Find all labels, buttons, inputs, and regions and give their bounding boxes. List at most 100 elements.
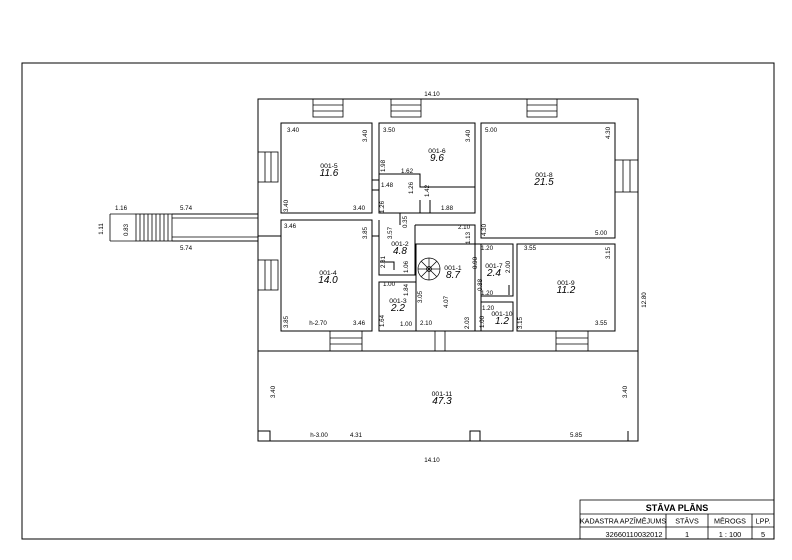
- room-label-001-2: 001-24.8: [391, 241, 409, 257]
- room-id: 001-11: [432, 391, 453, 398]
- room-area: 8.7: [446, 270, 460, 281]
- dimension-label: 1.06: [403, 260, 410, 273]
- dimension-label: h-3.00: [310, 432, 328, 439]
- dimension-label: 3.15: [605, 246, 612, 259]
- room-id: 001-8: [535, 172, 553, 179]
- dimension-label: 1.84: [403, 283, 410, 296]
- room-id: 001-6: [428, 148, 446, 155]
- dimension-label: 3.40: [270, 385, 277, 398]
- dimension-label: 3.46: [284, 223, 297, 230]
- room-001-6-outline: [378, 122, 476, 214]
- room-id: 001-5: [320, 163, 338, 170]
- dimension-label: 4.07: [443, 295, 450, 308]
- room-label-001-7: 001-72.4: [485, 263, 503, 279]
- title-block-header-cadastre: KADASTRA APZĪMĒJUMS: [580, 517, 666, 526]
- dimension-label: 5.74: [180, 205, 193, 212]
- room-area: 11.6: [320, 168, 339, 179]
- dimension-label: 0.90: [472, 256, 479, 269]
- dimension-label: 1.16: [115, 205, 128, 212]
- dimension-label: 5.74: [180, 245, 193, 252]
- room-label-001-3: 001-32.2: [389, 298, 407, 314]
- dimension-label: 1.00: [400, 321, 413, 328]
- entrance-ramp: [109, 213, 259, 242]
- dimension-label: 3.40: [283, 199, 290, 212]
- dimension-label: 3.55: [524, 245, 537, 252]
- dimension-label: 1.26: [379, 200, 386, 213]
- dimension-label: 3.46: [353, 320, 366, 327]
- dimension-label: h-2.70: [309, 320, 327, 327]
- room-001-2-wall: [378, 220, 416, 276]
- dimension-label: 3.40: [362, 129, 369, 142]
- room-area: 4.8: [393, 246, 407, 257]
- dimension-label: 3.15: [517, 316, 524, 329]
- dimension-label: 1.98: [380, 159, 387, 172]
- dimension-label: 3.85: [283, 315, 290, 328]
- dimension-label: 1.11: [98, 223, 105, 235]
- window-marks: [257, 98, 639, 352]
- sheet-frame: [21, 62, 775, 540]
- title-block: [579, 499, 775, 540]
- dimension-label: 1.64: [379, 314, 386, 327]
- room-id: 001-10: [491, 311, 512, 318]
- dimension-label: 12.80: [641, 292, 648, 308]
- dimension-label: 1.00: [383, 281, 396, 288]
- room-area: 14.0: [318, 275, 338, 286]
- dimension-label: 4.31: [350, 432, 363, 439]
- dimension-label: 1.13: [465, 231, 472, 244]
- room-001-7-outline: [480, 243, 514, 297]
- room-area: 2.4: [486, 268, 501, 279]
- room-area: 11.2: [557, 285, 576, 296]
- title-block-title: STĀVA PLĀNS: [646, 503, 709, 513]
- room-label-001-6: 001-69.6: [428, 148, 446, 164]
- title-block-cadastre-value: 32660110032012: [606, 530, 663, 539]
- room-001-4-outline: [280, 219, 373, 332]
- room-area: 9.6: [430, 153, 444, 164]
- room-id: 001-1: [444, 265, 462, 272]
- dimension-label: 1.48: [381, 182, 394, 189]
- stair-room-wall: [415, 224, 482, 332]
- dimension-label: 1.62: [401, 168, 414, 175]
- room-area: 2.2: [390, 303, 405, 314]
- spiral-staircase: [417, 257, 441, 281]
- dimension-label: 1.26: [408, 181, 415, 194]
- dimension-label: 3.05: [417, 290, 424, 303]
- dimension-label: 1.42: [424, 184, 431, 197]
- title-block-header-scale: MĒROGS: [714, 517, 746, 526]
- room-id: 001-9: [557, 280, 575, 287]
- dimension-label: 2.03: [464, 316, 471, 329]
- dimension-label: 0.83: [123, 223, 130, 236]
- dimension-label: 1.20: [481, 245, 494, 252]
- dimension-label: 2.00: [505, 260, 512, 273]
- title-block-header-page: LPP.: [756, 517, 771, 526]
- room-label-001-5: 001-511.6: [320, 163, 339, 179]
- dimension-label: 1.20: [482, 305, 495, 312]
- dimension-label: 3.40: [353, 205, 366, 212]
- dimension-label: 3.57: [387, 226, 394, 239]
- corridor-wall: [379, 173, 475, 188]
- dimension-label: 3.40: [622, 385, 629, 398]
- wall-jog: [419, 200, 431, 214]
- wall-jog: [469, 430, 481, 441]
- wall-jog: [380, 261, 395, 270]
- dimension-label: 14.10: [424, 91, 440, 98]
- room-001-5-outline: [280, 122, 373, 214]
- wall-jog: [258, 430, 271, 441]
- dimension-label: 1.88: [441, 205, 454, 212]
- room-001-1-outline: [415, 243, 476, 332]
- dimension-label: 3.40: [465, 129, 472, 142]
- room-area: 21.5: [533, 177, 554, 188]
- dimension-label: 3.40: [287, 127, 300, 134]
- dimension-label: 2.31: [380, 255, 387, 268]
- title-block-page-value: 5: [761, 530, 765, 539]
- dimension-label: 0.88: [477, 278, 484, 291]
- room-area: 1.2: [495, 316, 509, 327]
- room-label-001-10: 001-101.2: [491, 311, 512, 327]
- room-id: 001-4: [319, 270, 337, 277]
- dimension-label: 5.00: [485, 127, 498, 134]
- room-label-001-1: 001-18.7: [444, 265, 462, 281]
- title-block-header-floor: STĀVS: [675, 517, 699, 526]
- dimension-label: 1.00: [479, 315, 486, 328]
